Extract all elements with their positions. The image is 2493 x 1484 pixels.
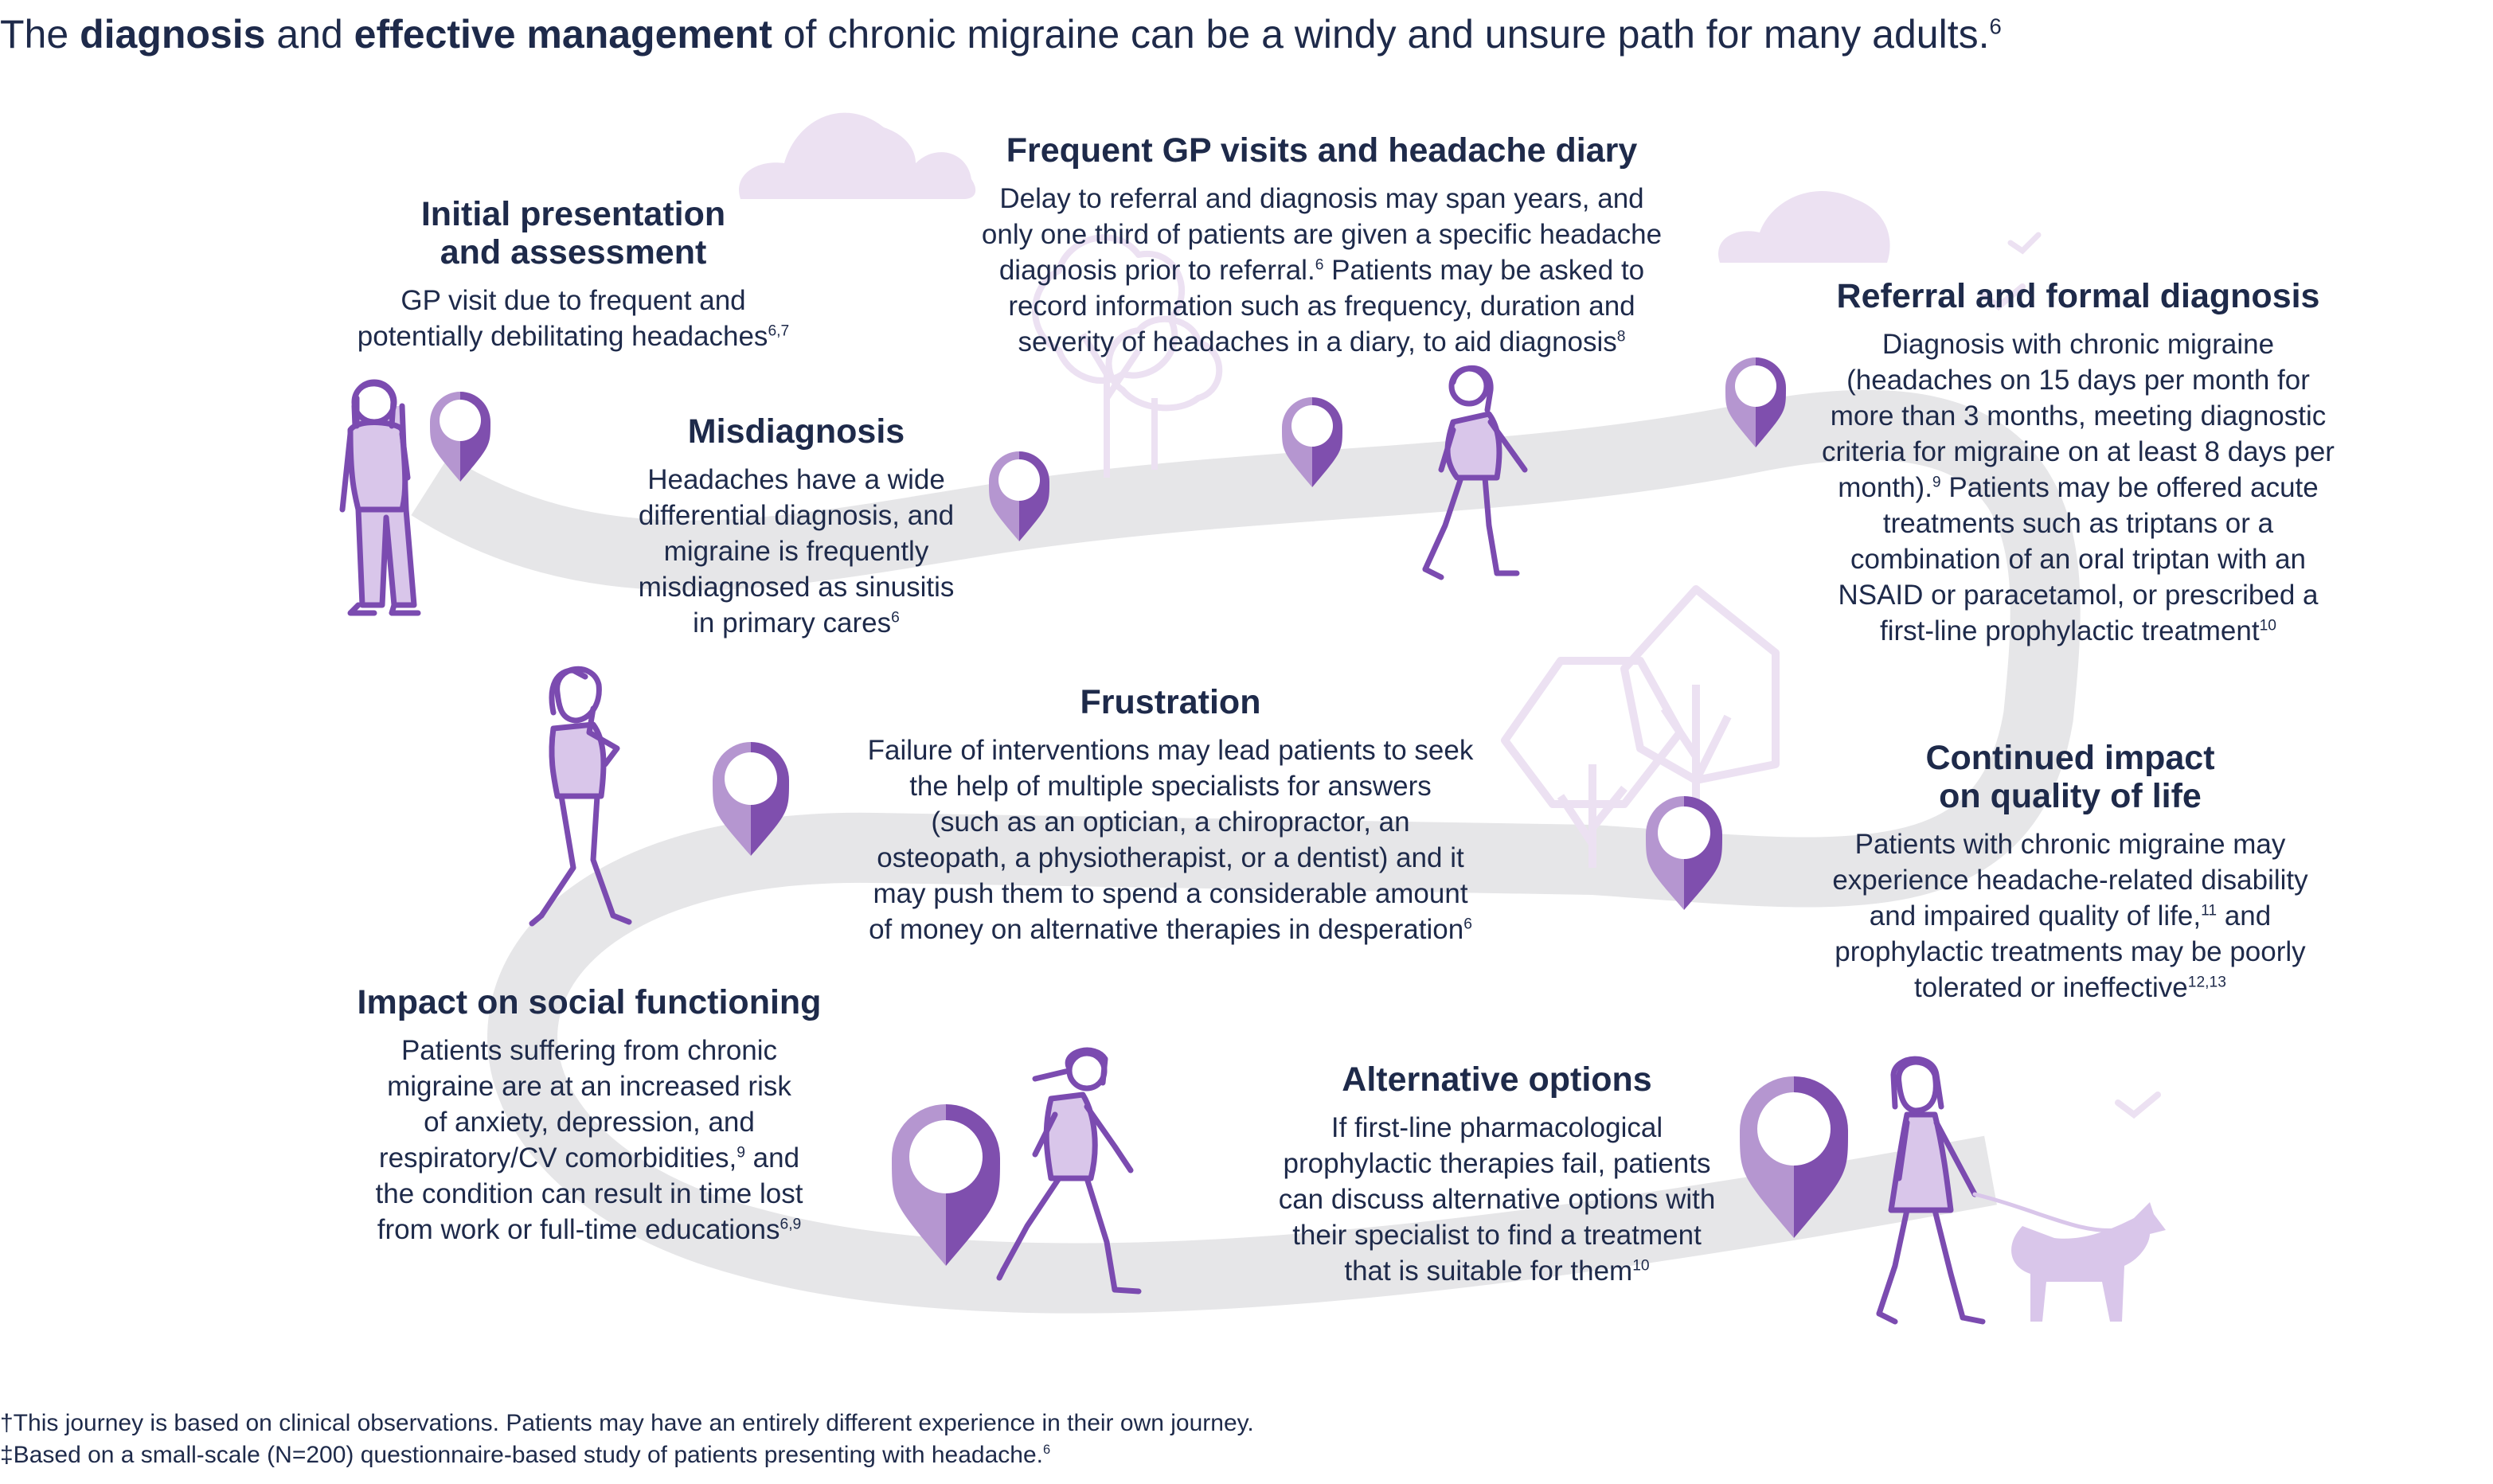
- section-title: Alternative options: [1342, 1060, 1652, 1099]
- bird-icon: [2007, 232, 2042, 255]
- section-body: Delay to referral and diagnosis may span…: [981, 183, 1663, 357]
- location-pin-icon: [713, 742, 789, 856]
- footnote-journey: †This journey is based on clinical obser…: [0, 1410, 1254, 1436]
- section-social-functioning: Impact on social functioning Patients su…: [334, 983, 844, 1248]
- section-body: Diagnosis with chronic migraine(headache…: [1822, 329, 2335, 646]
- location-pin-icon: [1282, 397, 1342, 487]
- standing-patient-figure: [339, 379, 421, 616]
- bird-icon: [2115, 1092, 2161, 1119]
- section-referral-diagnosis: Referral and formal diagnosis Diagnosis …: [1776, 277, 2381, 649]
- location-pin-icon: [1725, 357, 1786, 447]
- location-pin-icon: [1740, 1076, 1848, 1238]
- section-gp-visits: Frequent GP visits and headache diary De…: [924, 131, 1720, 360]
- page-headline: The diagnosis and effective management o…: [0, 12, 2002, 57]
- section-body: Failure of interventions may lead patien…: [867, 735, 1474, 945]
- walking-patient-figure: [1422, 365, 1528, 580]
- thinking-patient-figure: [529, 666, 632, 927]
- section-alternative-options: Alternative options If first-line pharma…: [1226, 1060, 1768, 1289]
- location-pin-icon: [1646, 796, 1722, 910]
- cloud-icon: [739, 112, 976, 199]
- bird-icon: [1979, 283, 2026, 311]
- location-pin-icon: [892, 1104, 1000, 1266]
- section-title: Frustration: [1080, 683, 1261, 721]
- section-title: Impact on social functioning: [357, 983, 822, 1021]
- dog-icon: [2011, 1202, 2166, 1322]
- section-title: Misdiagnosis: [687, 412, 905, 451]
- section-title: Referral and formal diagnosis: [1836, 277, 2320, 315]
- cloud-icon: [1718, 191, 1890, 263]
- running-patient-figure: [996, 1047, 1142, 1295]
- location-pin-icon: [430, 392, 490, 482]
- location-pin-icon: [989, 451, 1049, 541]
- tree-icon: [1032, 234, 1223, 478]
- footnote-study: ‡Based on a small-scale (N=200) question…: [0, 1442, 1051, 1468]
- tree-icon: [1501, 585, 1780, 868]
- journey-path: [411, 389, 2081, 1314]
- section-title: Frequent GP visits and headache diary: [1006, 131, 1638, 170]
- section-frustration: Frustration Failure of interventions may…: [820, 683, 1521, 947]
- dog-walker-figure: [1876, 1056, 2120, 1325]
